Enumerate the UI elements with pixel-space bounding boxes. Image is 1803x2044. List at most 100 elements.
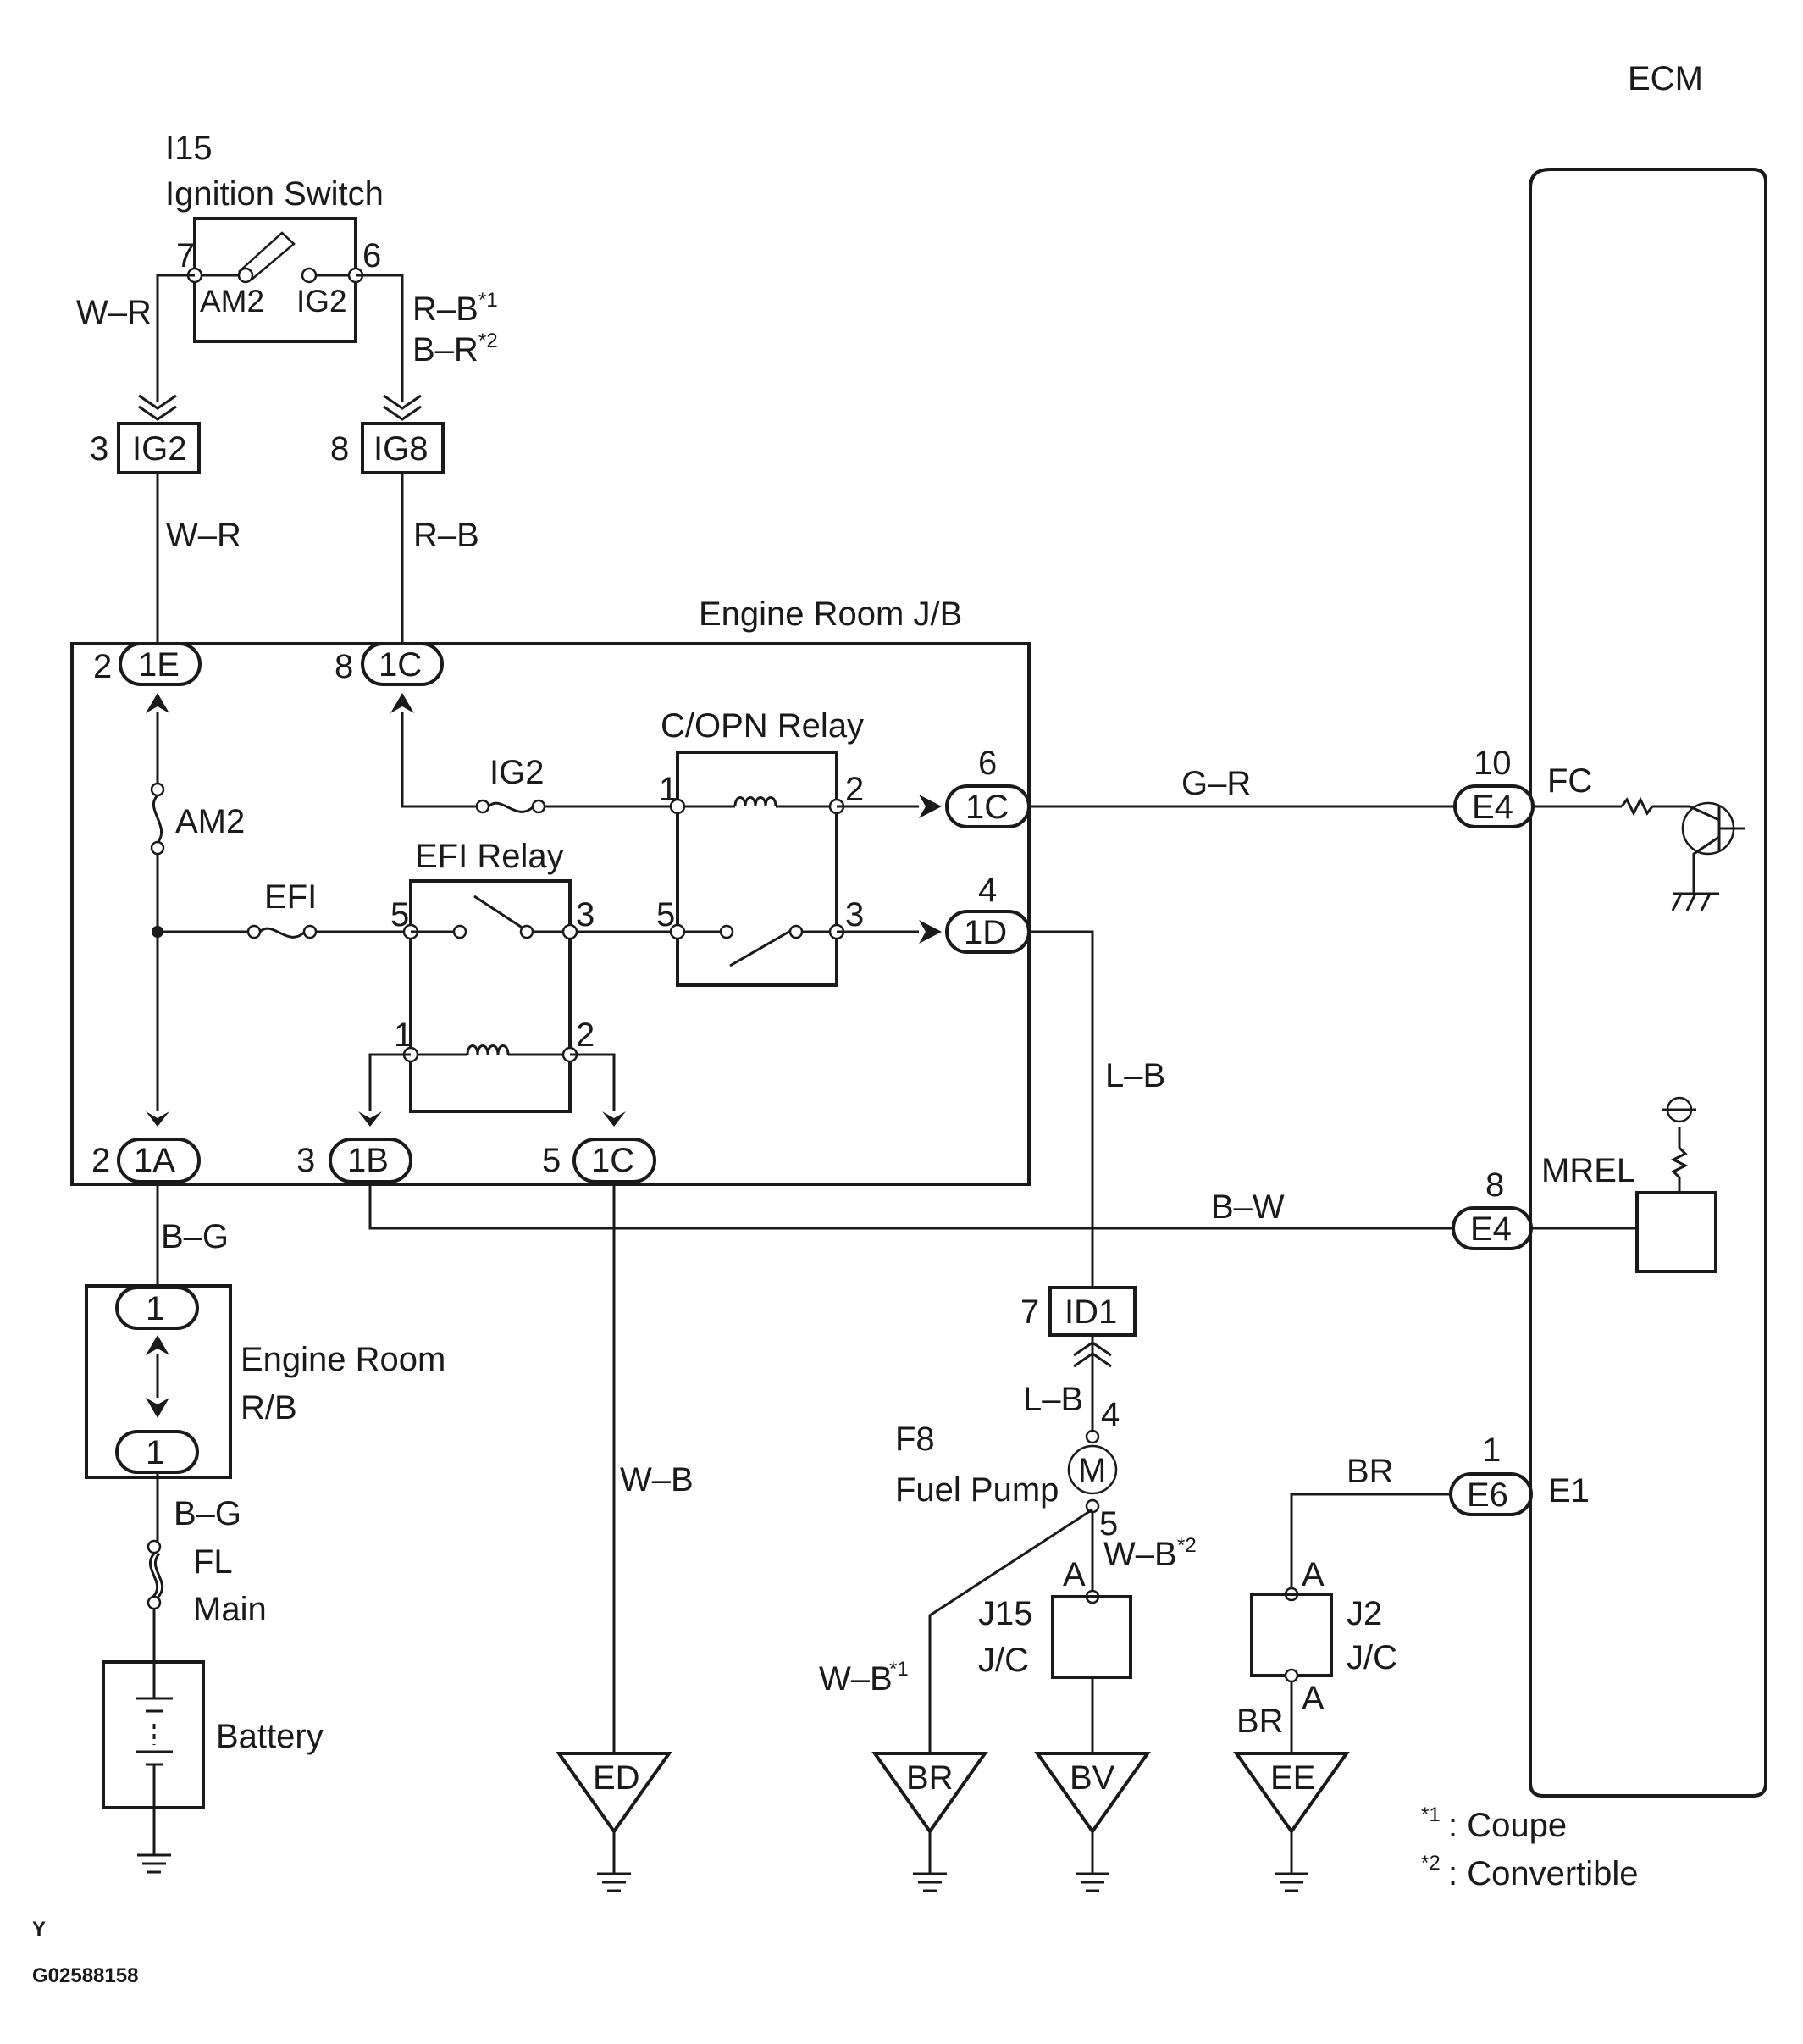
- connector-1b-label: 1B: [347, 1142, 389, 1179]
- j15-jc: J/C: [978, 1642, 1029, 1679]
- fuse-efi-term-right: [302, 924, 318, 939]
- connector-ig8-pin: 8: [330, 430, 349, 468]
- connector-1c-top: [361, 642, 444, 686]
- arrow-1a: [146, 1111, 169, 1127]
- fuse-am2-term-bottom: [150, 840, 165, 856]
- connector-ecm-mrel-pin: 8: [1485, 1166, 1504, 1204]
- ecm-terminal-mrel: MREL: [1541, 1152, 1635, 1189]
- efi-relay-label: EFI Relay: [415, 838, 564, 875]
- pump-term-top: [1085, 1429, 1100, 1444]
- connector-1c-right-pin: 6: [978, 745, 997, 782]
- figure-code: G02588158: [32, 1964, 138, 1987]
- j2-term-bottom: [1284, 1668, 1299, 1683]
- switch-label-ig2: IG2: [296, 284, 347, 319]
- fuse-am2-label: AM2: [175, 803, 245, 840]
- wire-efi-coil-to-1c: [570, 1053, 616, 1111]
- wire-label-w-b-2: W–B: [1103, 1536, 1177, 1573]
- connector-ig2-pin: 3: [90, 430, 108, 468]
- wire-w-r-switch: [156, 274, 195, 402]
- efi-pin-3-term: [561, 923, 578, 940]
- connector-1c-bottom-label: 1C: [591, 1142, 634, 1179]
- engine-room-jb-label: Engine Room J/B: [699, 595, 962, 633]
- connector-1d-pin: 4: [978, 872, 997, 909]
- wire-label-l-b-mid: L–B: [1105, 1057, 1165, 1094]
- note-coupe-mark: *1: [1421, 1803, 1441, 1826]
- fuel-pump-name: Fuel Pump: [895, 1471, 1059, 1509]
- switch-contact-am2: [237, 267, 254, 284]
- j15-label: J15: [978, 1595, 1033, 1632]
- rb-connector-top-label: 1: [146, 1290, 164, 1327]
- ground-br: [871, 1752, 988, 1835]
- arrow-1c-top: [390, 693, 414, 713]
- ignition-switch-name: Ignition Switch: [165, 175, 384, 213]
- arrow-1b: [358, 1111, 382, 1127]
- wire-label-w-b-1: W–B: [819, 1660, 893, 1698]
- fuel-pump-motor-symbol: M: [1078, 1452, 1106, 1489]
- arrow-1d: [919, 920, 942, 944]
- efi-relay-box: [409, 879, 572, 1113]
- rb-connector-bottom-label: 1: [146, 1434, 164, 1471]
- wire-pump-to-br: [928, 1508, 1093, 1753]
- fl-main-symbol-b: [153, 1553, 164, 1599]
- ground-ed-label: ED: [593, 1759, 640, 1797]
- ground-ee-label: EE: [1270, 1759, 1315, 1797]
- fl-main-line1: FL: [193, 1543, 233, 1581]
- j15-box: [1051, 1595, 1132, 1679]
- ground-br-label: BR: [906, 1759, 954, 1797]
- wire-label-r-b-mid: R–B: [413, 517, 479, 554]
- connector-1e-pin: 2: [93, 648, 112, 685]
- ecm-terminal-fc: FC: [1547, 762, 1592, 800]
- wire-label-w-b-1-sup: *1: [889, 1658, 909, 1681]
- ecm-label: ECM: [1628, 60, 1703, 97]
- ecm-mrel-resistor: [1670, 1146, 1689, 1179]
- copn-pin-1-term: [669, 798, 686, 815]
- arrow-1c-right: [919, 795, 942, 818]
- copn-contact-moving: [788, 924, 804, 939]
- j15-a: A: [1063, 1556, 1086, 1593]
- copn-contact-blade: [729, 928, 793, 967]
- wire-br-top: [1290, 1493, 1451, 1593]
- connector-id1-label: ID1: [1065, 1293, 1117, 1331]
- chevron-ig2-b: [138, 405, 177, 421]
- pump-pin-top: 4: [1101, 1396, 1120, 1433]
- engine-room-jb-box: [70, 642, 1031, 1186]
- efi-pin-3: 3: [576, 896, 595, 933]
- connector-1c-top-label: 1C: [379, 646, 422, 684]
- copn-pin-5: 5: [656, 896, 675, 933]
- fl-main-term-top: [147, 1539, 162, 1554]
- ecm-transistor-collector: [1689, 805, 1720, 822]
- connector-1c-right-label: 1C: [965, 789, 1009, 826]
- fuse-efi-symbol: [258, 927, 307, 939]
- wire-label-br-top: BR: [1347, 1453, 1394, 1490]
- note-convertible-mark: *2: [1421, 1852, 1441, 1875]
- wire-r-b-switch: [356, 274, 404, 402]
- fuse-ig2-label: IG2: [489, 754, 544, 791]
- corner-mark: Y: [32, 1918, 46, 1941]
- chevron-ig8-a: [383, 394, 422, 410]
- connector-id1-pin: 7: [1020, 1293, 1039, 1331]
- fuse-am2-term-top: [150, 782, 165, 797]
- ecm-ground-hatch-3: [1700, 893, 1712, 911]
- rb-arrow-down: [146, 1398, 169, 1418]
- wire-ig2-fuse-left: [401, 712, 478, 808]
- wire-label-l-b-pump: L–B: [1023, 1381, 1083, 1418]
- rb-arrow-up: [146, 1335, 169, 1355]
- arrow-1c-bottom: [602, 1111, 626, 1127]
- ecm-ground-hatch-1: [1671, 893, 1683, 911]
- ecm-mrel-driver: [1635, 1191, 1717, 1273]
- fuse-am2-symbol: [152, 794, 163, 844]
- wire-label-g-r: G–R: [1181, 765, 1251, 802]
- ecm-fc-resistor: [1620, 796, 1654, 817]
- fl-main-term-bottom: [147, 1595, 162, 1610]
- efi-contact-fixed: [452, 924, 467, 939]
- ground-ee: [1233, 1752, 1350, 1835]
- switch-label-am2: AM2: [200, 284, 264, 319]
- connector-ecm-e1-label: E6: [1467, 1476, 1508, 1514]
- j2-label: J2: [1347, 1595, 1382, 1632]
- ecm-transistor-emitter: [1692, 835, 1720, 894]
- wire-label-w-r-top: W–R: [76, 294, 152, 331]
- ground-ed: [556, 1752, 672, 1835]
- chevron-ig8-b: [383, 405, 422, 421]
- copn-pin-1: 1: [659, 771, 678, 808]
